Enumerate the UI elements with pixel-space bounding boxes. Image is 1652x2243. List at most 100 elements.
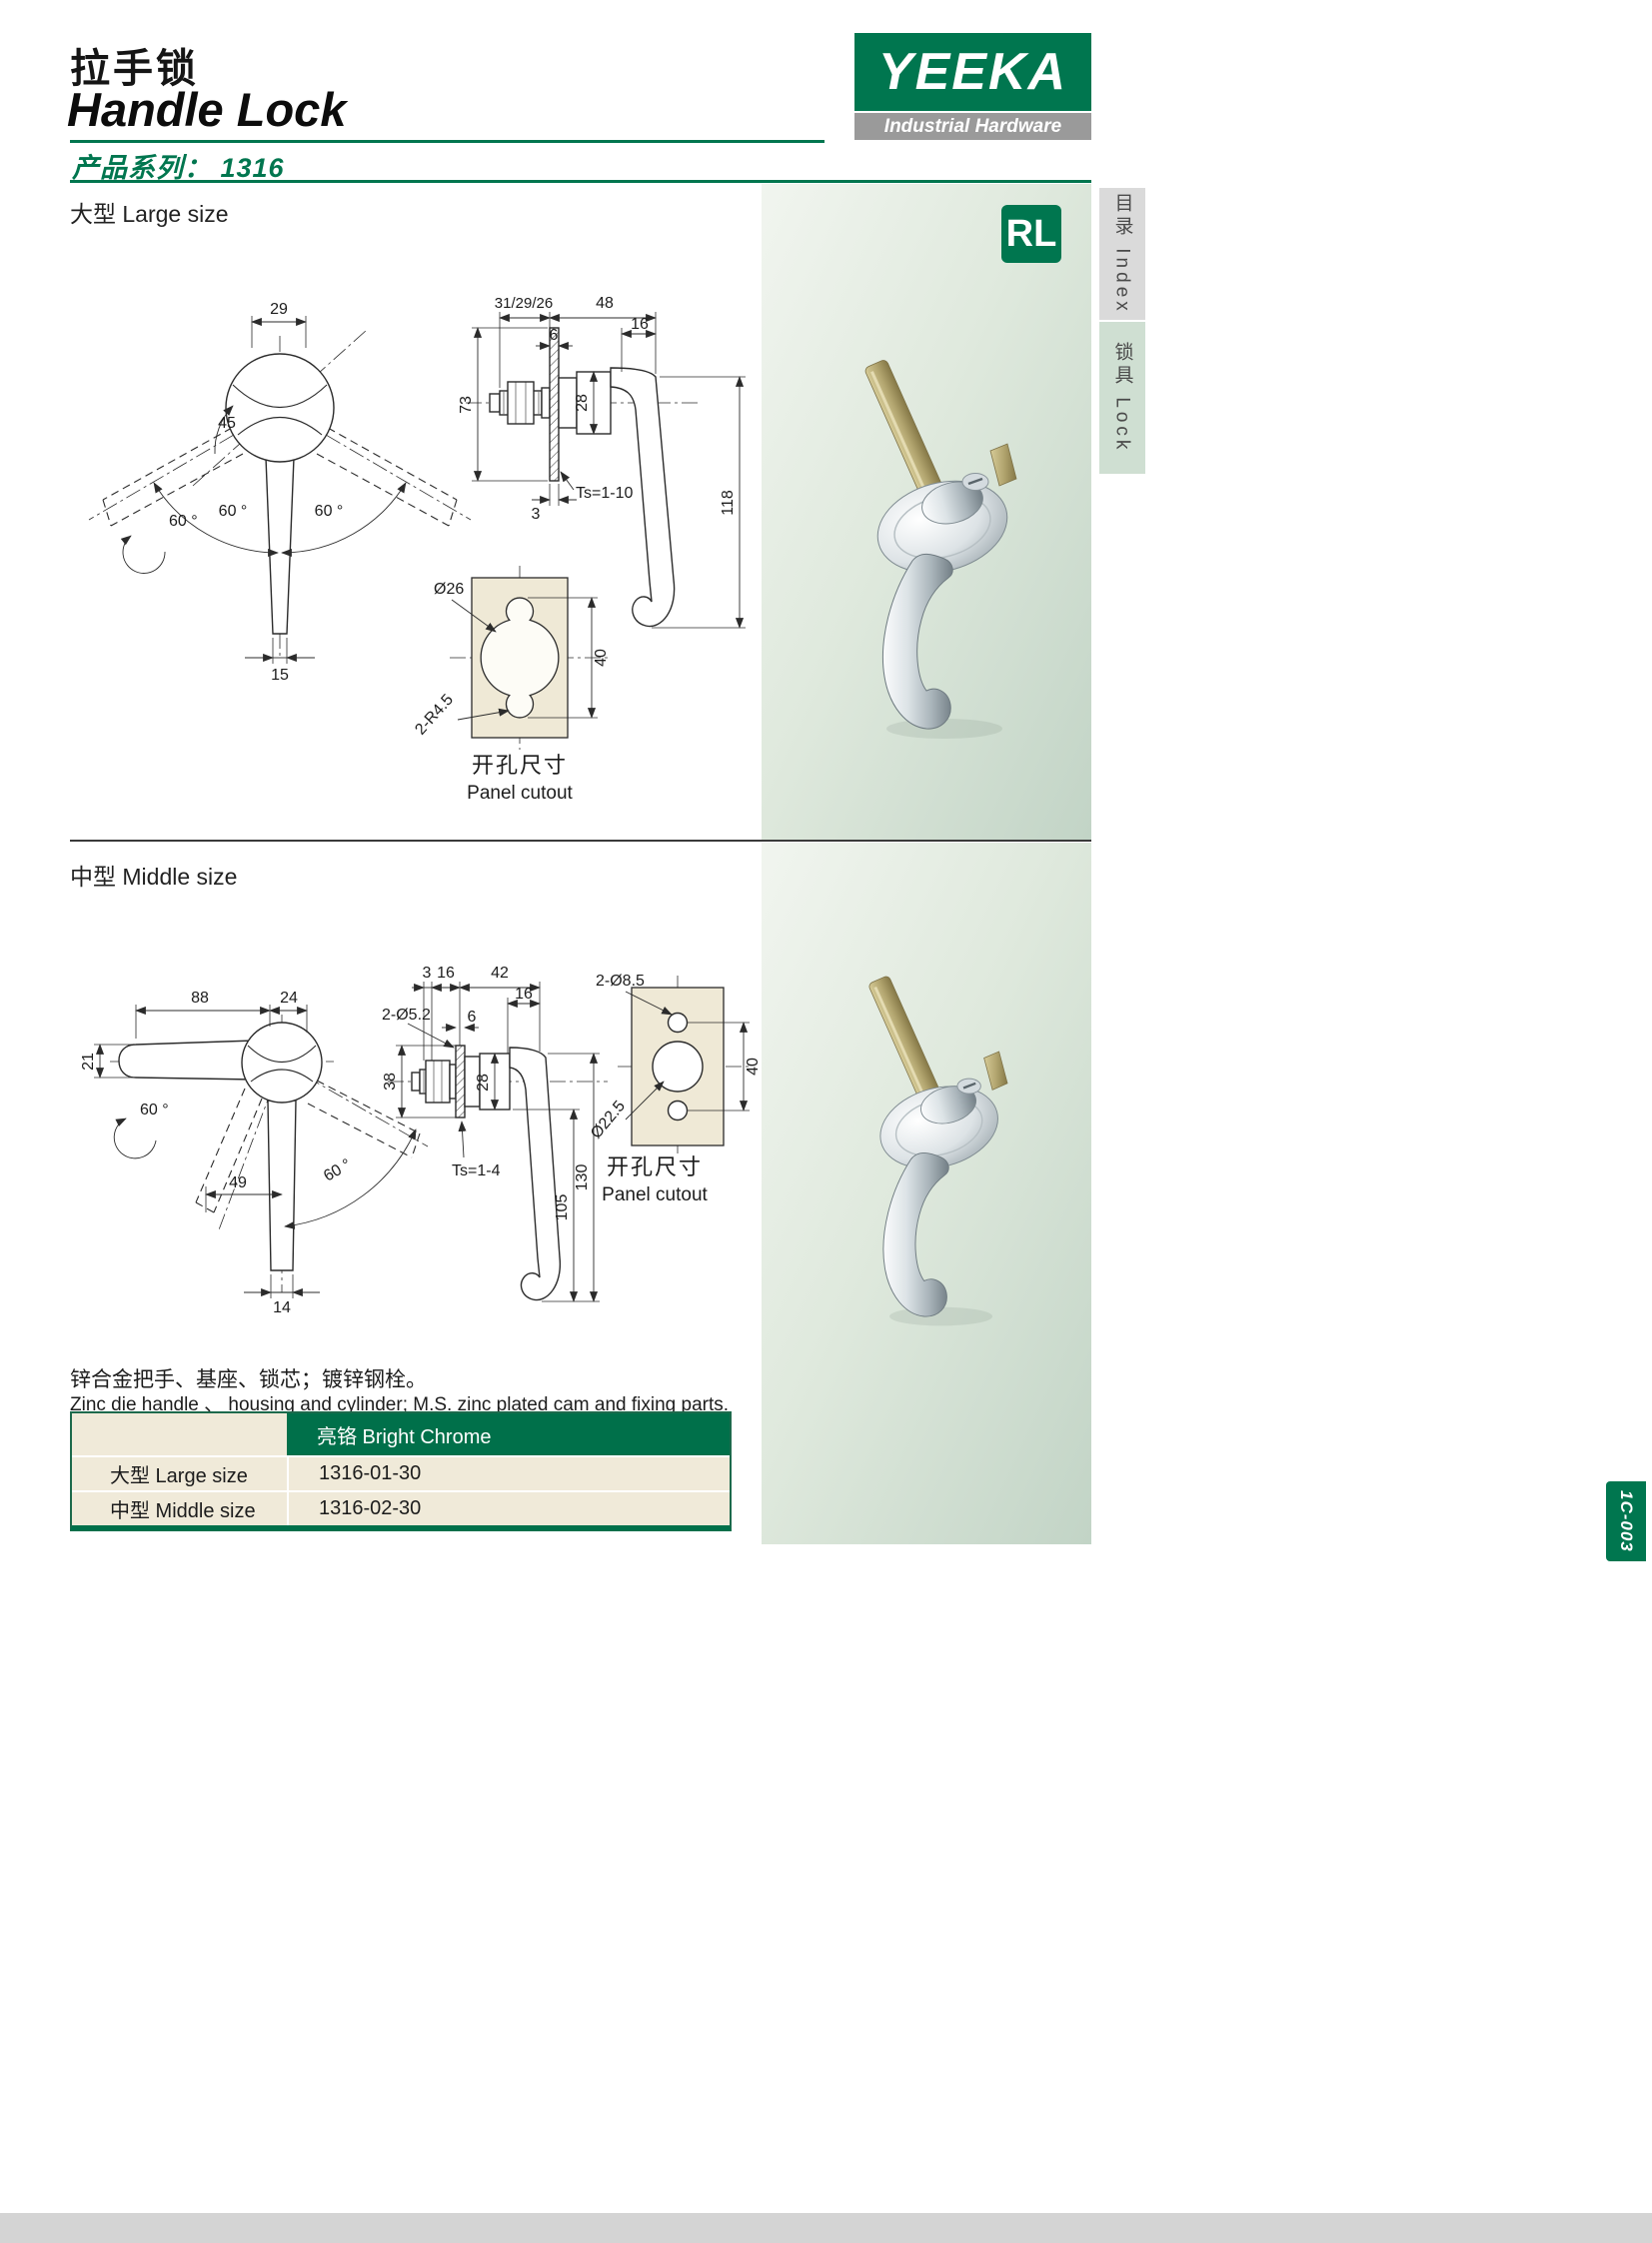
table-cell-size: 中型 Middle size <box>72 1492 287 1525</box>
brand-logo-text: YEEKA <box>877 43 1068 101</box>
part-number-table: 亮铬 Bright Chrome 大型 Large size 1316-01-3… <box>70 1411 732 1531</box>
side-tab-lock-label: 锁具 Lock <box>1111 342 1133 454</box>
table-cell-size: 大型 Large size <box>72 1457 287 1490</box>
brand-tagline: Industrial Hardware <box>883 115 1062 137</box>
side-tab-index-label: 目录 Index <box>1111 193 1133 315</box>
render-handle <box>881 553 953 730</box>
large-front-view-drawing: 29 45 60 ° 60 ° 60 ° 15 <box>88 301 472 684</box>
dim-60-rotation: 60 ° <box>169 513 198 530</box>
section-label-large: 大型 Large size <box>70 201 229 227</box>
middle-cutout-caption: 开孔尺寸 Panel cutout <box>560 1149 750 1206</box>
large-side-view-drawing: 31/29/26 48 16 6 73 3 Ts=1-10 28 118 <box>458 295 746 629</box>
shaft-and-nut <box>489 381 551 425</box>
handle-profile <box>610 367 676 628</box>
middle-side-view-drawing: 3 16 42 16 2-Ø5.2 6 38 28 Ts=1-4 105 <box>382 965 608 1302</box>
material-note-en: Zinc die handle 、 housing and cylinder; … <box>70 1394 730 1415</box>
dim-60-arc: 60 ° <box>321 1156 354 1185</box>
dim-29: 29 <box>270 301 288 318</box>
cylinder-boss <box>921 481 983 525</box>
dim-88: 88 <box>191 990 209 1007</box>
handle-profile <box>509 1047 562 1301</box>
dimensions: 3 16 42 16 2-Ø5.2 6 38 28 Ts=1-4 105 <box>382 965 600 1302</box>
dim-60-right: 60 ° <box>315 503 344 520</box>
dim-28: 28 <box>475 1074 492 1092</box>
dim-6: 6 <box>550 327 559 344</box>
key-slot <box>967 477 983 486</box>
page-title-cn: 拉手锁 <box>70 47 199 91</box>
dim-105: 105 <box>554 1194 571 1221</box>
material-note-cn: 锌合金把手、基座、锁芯；镀锌钢栓。 <box>70 1368 427 1391</box>
large-cutout-caption: 开孔尺寸 Panel cutout <box>430 748 610 805</box>
table-header-row: 亮铬 Bright Chrome <box>72 1413 730 1455</box>
key-tab <box>989 443 1017 487</box>
table-cell-partno: 1316-02-30 <box>287 1492 730 1525</box>
dim-14: 14 <box>273 1299 291 1314</box>
dim-38: 38 <box>382 1073 399 1091</box>
dimensions: 29 45 60 ° 60 ° 60 ° 15 <box>120 301 407 684</box>
page-number: 1C-003 <box>1617 1490 1636 1552</box>
dim-ts: Ts=1-10 <box>576 485 633 502</box>
page-edge-bottom <box>0 2213 1652 2243</box>
main-hole <box>652 1041 704 1093</box>
dim-dia225: Ø22.5 <box>592 1098 629 1141</box>
keyhole-shape <box>480 597 560 719</box>
section-label-middle: 中型 Middle size <box>70 864 238 890</box>
handle-outline <box>225 353 335 635</box>
cutout-caption-cn: 开孔尺寸 <box>606 1154 703 1179</box>
shaft-and-nut <box>411 1060 457 1104</box>
render-handle <box>882 1151 949 1317</box>
mounting-plate <box>455 1045 466 1119</box>
product-render-middle <box>868 976 1008 1326</box>
middle-front-view-drawing: 88 24 21 60 ° 60 ° 49 14 <box>80 990 429 1314</box>
rl-badge: RL <box>1001 205 1061 263</box>
table-header-blank <box>72 1413 287 1455</box>
dim-28: 28 <box>574 394 591 412</box>
dim-118: 118 <box>720 490 737 516</box>
dim-2r45: 2-R4.5 <box>412 692 457 739</box>
rl-badge-text: RL <box>1005 212 1057 255</box>
dim-3: 3 <box>423 965 432 982</box>
dim-42: 42 <box>491 965 509 982</box>
dim-6: 6 <box>468 1009 477 1026</box>
large-panel-cutout-drawing: Ø26 40 2-R4.5 <box>412 566 612 750</box>
product-series: 产品系列： 1316 <box>72 153 285 183</box>
dim-130: 130 <box>574 1164 591 1191</box>
table-cell-partno: 1316-01-30 <box>287 1457 730 1490</box>
handle-outline <box>118 1022 323 1271</box>
key-slot <box>962 1082 976 1090</box>
dim-40: 40 <box>745 1058 762 1076</box>
side-tab-index[interactable]: 目录 Index <box>1099 188 1145 320</box>
dim-45: 45 <box>218 415 236 432</box>
product-render-large <box>864 360 1017 739</box>
dim-holes85: 2-Ø8.5 <box>596 973 645 990</box>
cutout-caption-en: Panel cutout <box>602 1184 708 1205</box>
mounting-plate <box>549 327 560 482</box>
section-divider <box>70 840 1091 842</box>
key-tab <box>983 1051 1008 1091</box>
table-header-finish: 亮铬 Bright Chrome <box>287 1413 730 1455</box>
dim-73: 73 <box>458 396 475 414</box>
dim-holes: 2-Ø5.2 <box>382 1007 431 1024</box>
dim-15: 15 <box>271 667 289 684</box>
dim-21: 21 <box>80 1053 97 1071</box>
dim-3: 3 <box>532 506 541 523</box>
dim-49: 49 <box>229 1174 247 1191</box>
page-title-en: Handle Lock <box>67 83 347 136</box>
dim-16: 16 <box>631 316 649 333</box>
brand-tagline-bar: Industrial Hardware <box>854 113 1091 140</box>
dim-48: 48 <box>596 295 614 312</box>
side-tab-lock[interactable]: 锁具 Lock <box>1099 322 1145 474</box>
dim-16a: 16 <box>437 965 455 982</box>
cutout-caption-en: Panel cutout <box>467 783 573 804</box>
middle-panel-cutout-drawing: 2-Ø8.5 40 Ø22.5 <box>592 973 762 1157</box>
dim-16b: 16 <box>515 986 533 1003</box>
dim-40: 40 <box>593 649 610 667</box>
series-rule-top <box>70 140 825 143</box>
table-row: 大型 Large size 1316-01-30 <box>72 1455 730 1490</box>
brand-logo: YEEKA <box>854 33 1091 111</box>
dim-ts: Ts=1-4 <box>452 1162 501 1179</box>
table-row: 中型 Middle size 1316-02-30 <box>72 1490 730 1525</box>
cylinder-boss <box>920 1086 977 1124</box>
dimensions: 31/29/26 48 16 6 73 3 Ts=1-10 28 118 <box>458 295 746 629</box>
dim-60-rotation: 60 ° <box>140 1102 169 1119</box>
